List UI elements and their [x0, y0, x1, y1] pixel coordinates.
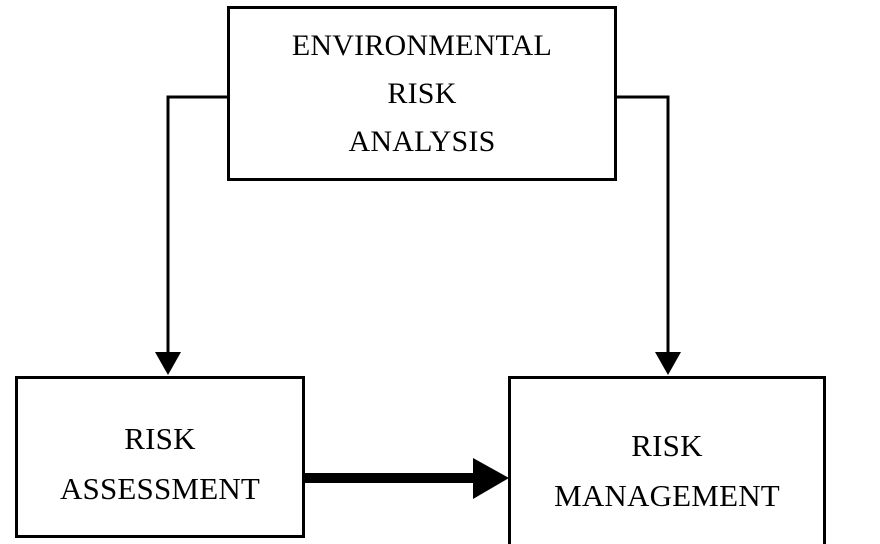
connector-era-to-risk-management-arrowhead	[655, 352, 681, 375]
node-risk-management[interactable]: RISK MANAGEMENT	[508, 376, 826, 544]
connector-era-to-risk-management-line	[617, 95, 670, 352]
connector-era-to-risk-assessment-line	[166, 95, 227, 352]
node-risk-management-labels: RISK MANAGEMENT	[554, 421, 780, 521]
connector-era-to-risk-assessment-arrowhead	[155, 352, 181, 375]
node-environmental-risk-analysis-line-1: ENVIRONMENTAL	[291, 28, 553, 62]
node-risk-assessment[interactable]: RISK ASSESSMENT	[15, 376, 305, 538]
node-environmental-risk-analysis-line-2: RISK	[387, 76, 457, 110]
node-environmental-risk-analysis[interactable]: ENVIRONMENTAL RISK ANALYSIS	[227, 6, 617, 181]
connector-era-to-risk-assessment	[155, 95, 227, 375]
connector-risk-assessment-to-risk-management-shaft	[303, 473, 475, 483]
node-environmental-risk-analysis-line-3: ANALYSIS	[348, 124, 496, 158]
node-environmental-risk-analysis-labels: ENVIRONMENTAL RISK ANALYSIS	[292, 22, 552, 166]
connector-era-to-risk-management	[617, 95, 681, 375]
connector-risk-assessment-to-risk-management	[303, 458, 509, 499]
node-risk-management-line-2: MANAGEMENT	[554, 477, 780, 513]
node-risk-management-line-1: RISK	[631, 427, 703, 463]
node-risk-assessment-line-2: ASSESSMENT	[59, 471, 261, 506]
node-risk-assessment-line-1: RISK	[124, 421, 196, 456]
connector-risk-assessment-to-risk-management-arrowhead	[473, 458, 509, 499]
node-risk-assessment-labels: RISK ASSESSMENT	[60, 414, 260, 514]
